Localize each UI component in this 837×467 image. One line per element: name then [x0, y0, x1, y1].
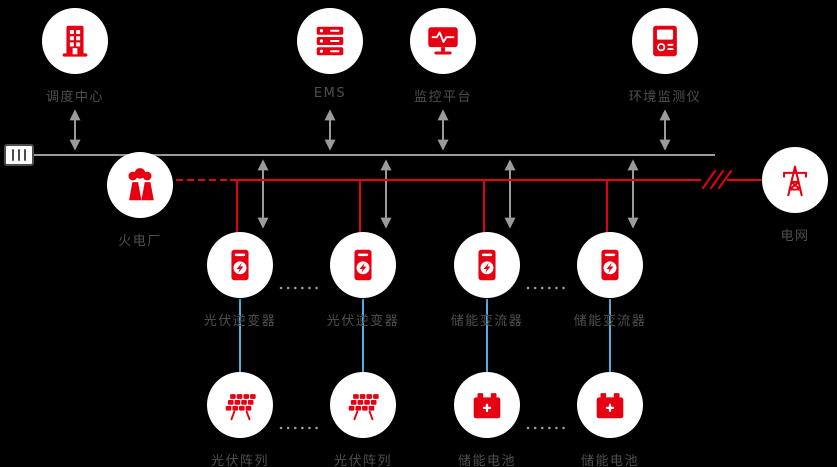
- storage-pcs-2-circle: [577, 232, 643, 298]
- battery-icon: [591, 386, 629, 424]
- monitoring-platform-circle: [410, 8, 476, 74]
- pv-inverter-2-label: 光伏逆变器: [326, 314, 400, 329]
- transmission-tower-icon: [776, 161, 814, 199]
- node-thermal-plant: 火电厂: [80, 152, 200, 249]
- thermal-plant-label: 火电厂: [118, 234, 162, 249]
- pv-array-1-circle: [207, 372, 273, 438]
- battery-1-label: 储能电池: [457, 454, 516, 467]
- pv-inverter-1-circle: [207, 232, 273, 298]
- node-monitoring-platform: 监控平台: [383, 8, 503, 105]
- storage-pcs-1-label: 储能变流器: [450, 314, 524, 329]
- node-power-grid: 电网: [735, 147, 837, 244]
- node-ems: EMS: [270, 8, 390, 101]
- node-pv-inverter-2: 光伏逆变器: [303, 232, 423, 329]
- ems-circle: [297, 8, 363, 74]
- node-pv-array-2: 光伏阵列: [303, 372, 423, 467]
- node-pv-array-1: 光伏阵列: [180, 372, 300, 467]
- battery-1-circle: [454, 372, 520, 438]
- dispatch-center-circle: [42, 8, 108, 74]
- thermal-plant-circle: [107, 152, 173, 218]
- dc-link-lines: [239, 299, 611, 372]
- node-storage-pcs-1: 储能变流器: [427, 232, 547, 329]
- battery-icon: [468, 386, 506, 424]
- power-grid-label: 电网: [780, 229, 810, 244]
- env-monitor-circle: [632, 8, 698, 74]
- inverter-icon: [468, 246, 506, 284]
- inverter-icon: [221, 246, 259, 284]
- pv-array-2-circle: [330, 372, 396, 438]
- solar-panel-icon: [221, 386, 259, 424]
- node-storage-pcs-2: 储能变流器: [550, 232, 670, 329]
- building-icon: [56, 22, 94, 60]
- continuation-dots: [279, 286, 571, 430]
- power-grid-circle: [762, 147, 828, 213]
- meter-icon: [646, 22, 684, 60]
- storage-pcs-1-circle: [454, 232, 520, 298]
- comm-arrows: [69, 109, 671, 229]
- node-battery-1: 储能电池: [427, 372, 547, 467]
- env-monitor-label: 环境监测仪: [628, 90, 702, 105]
- line-break-slashes: [702, 170, 732, 189]
- inverter-icon: [591, 246, 629, 284]
- solar-panel-icon: [344, 386, 382, 424]
- pv-array-2-label: 光伏阵列: [333, 454, 392, 467]
- pv-array-1-label: 光伏阵列: [210, 454, 269, 467]
- storage-pcs-2-label: 储能变流器: [573, 314, 647, 329]
- pv-inverter-2-circle: [330, 232, 396, 298]
- dispatch-center-label: 调度中心: [45, 90, 104, 105]
- pv-inverter-1-label: 光伏逆变器: [203, 314, 277, 329]
- inverter-icon: [344, 246, 382, 284]
- server-icon: [311, 22, 349, 60]
- network-hub-icon: [4, 144, 34, 166]
- battery-2-circle: [577, 372, 643, 438]
- power-plant-icon: [121, 166, 159, 204]
- battery-2-label: 储能电池: [580, 454, 639, 467]
- monitor-icon: [424, 22, 462, 60]
- node-env-monitor: 环境监测仪: [605, 8, 725, 105]
- ems-label: EMS: [313, 86, 347, 101]
- power-drop-lines: [236, 181, 608, 234]
- monitoring-platform-label: 监控平台: [413, 90, 472, 105]
- node-dispatch-center: 调度中心: [15, 8, 135, 105]
- node-battery-2: 储能电池: [550, 372, 670, 467]
- node-pv-inverter-1: 光伏逆变器: [180, 232, 300, 329]
